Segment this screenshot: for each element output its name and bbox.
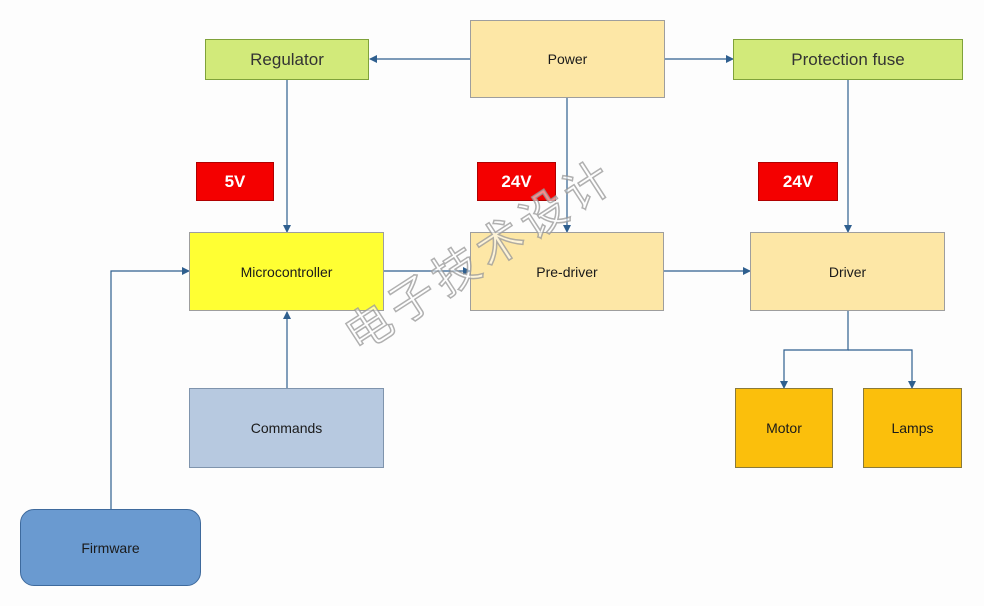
driver-label: Driver xyxy=(828,263,867,280)
regulator-label: Regulator xyxy=(250,49,324,69)
protection-fuse-block: Protection fuse xyxy=(733,39,963,80)
firmware-block: Firmware xyxy=(20,509,201,586)
voltage-24v-power-label: 24V xyxy=(501,171,532,191)
line-driver-to-outputs xyxy=(780,311,849,389)
motor-block: Motor xyxy=(735,388,833,468)
motor-label: Motor xyxy=(766,420,802,436)
voltage-5v-label: 5V xyxy=(224,171,246,191)
microcontroller-block: Microcontroller xyxy=(189,232,384,311)
lamps-block: Lamps xyxy=(863,388,962,468)
arrow-driver-to-lamps xyxy=(848,349,916,389)
firmware-label: Firmware xyxy=(81,539,140,556)
voltage-badge-5v: 5V xyxy=(196,162,274,201)
arrow-firmware-to-microcontroller xyxy=(110,267,190,509)
power-label: Power xyxy=(547,51,588,67)
voltage-badge-24v-power: 24V xyxy=(477,162,556,201)
microcontroller-label: Microcontroller xyxy=(240,263,333,280)
lamps-label: Lamps xyxy=(891,420,934,436)
driver-block: Driver xyxy=(750,232,945,311)
voltage-badge-24v-fuse: 24V xyxy=(758,162,838,201)
commands-label: Commands xyxy=(250,420,323,436)
regulator-block: Regulator xyxy=(205,39,369,80)
voltage-24v-fuse-label: 24V xyxy=(782,171,814,191)
power-block: Power xyxy=(470,20,665,98)
pre-driver-block: Pre-driver xyxy=(470,232,664,311)
commands-block: Commands xyxy=(189,388,384,468)
protection-fuse-label: Protection fuse xyxy=(791,49,905,69)
pre-driver-label: Pre-driver xyxy=(536,263,598,280)
